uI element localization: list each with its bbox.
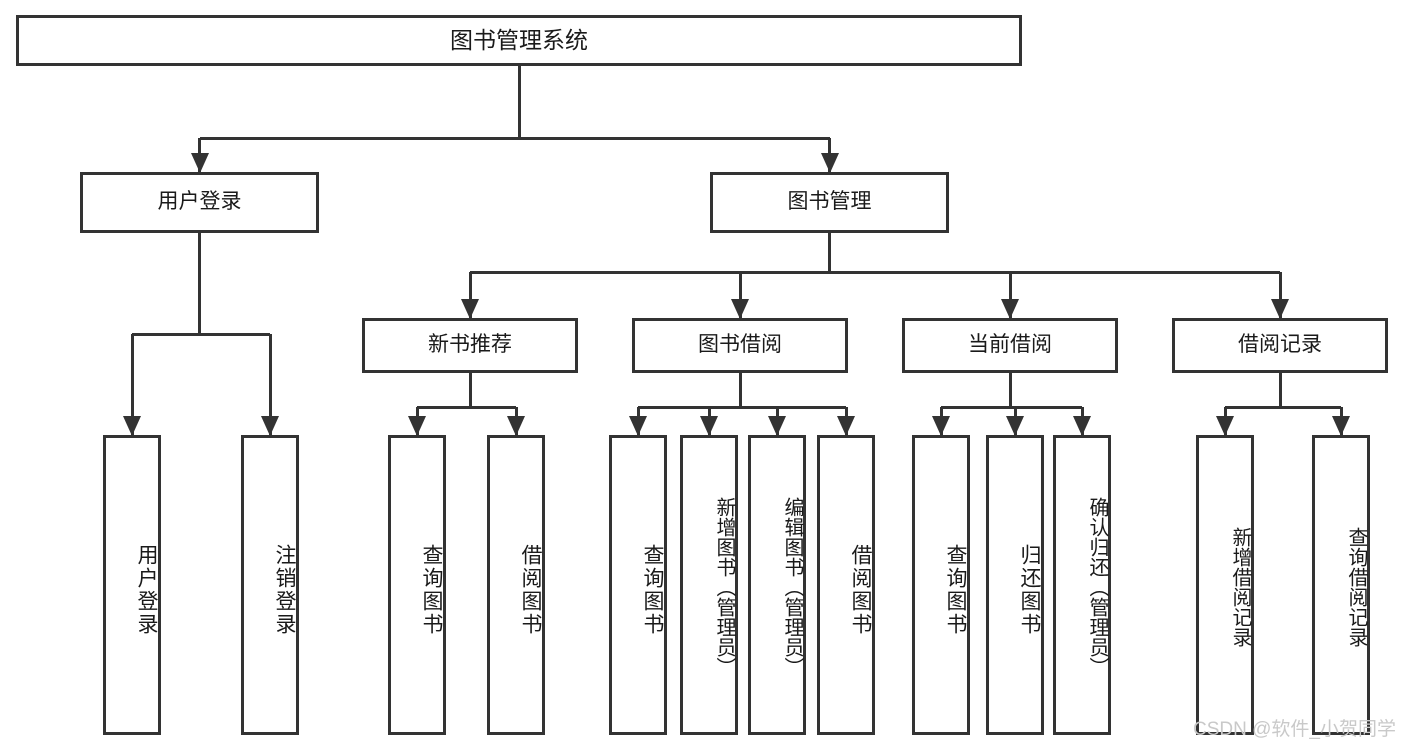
node-leaf[interactable]: 查询借阅记录 [1312, 435, 1370, 735]
connector-leaf-stem [198, 233, 201, 334]
arrowhead-borrow-record [1271, 299, 1289, 319]
connector-leaf-bus [941, 405, 1082, 409]
connector-root-stem [517, 66, 521, 138]
arrowhead-leaf [837, 416, 855, 436]
arrowhead-leaf [1216, 416, 1234, 436]
node-book-borrow[interactable]: 图书借阅 [632, 318, 848, 373]
arrowhead-leaf [123, 416, 141, 436]
node-leaf[interactable]: 借阅图书 [487, 435, 545, 735]
connector-level3-drop-new-book [468, 272, 472, 318]
arrowhead-leaf [700, 416, 718, 436]
node-leaf[interactable]: 借阅图书 [817, 435, 875, 735]
connector-leaf-stem [468, 373, 472, 407]
node-leaf[interactable]: 编辑图书（管理员） [748, 435, 806, 735]
connector-leaf-stem [738, 373, 742, 407]
node-leaf[interactable]: 新增借阅记录 [1196, 435, 1254, 735]
connector-level3-drop-record [1278, 272, 1282, 318]
connector-leaf-drop [268, 334, 272, 435]
arrowhead-leaf [408, 416, 426, 436]
node-leaf[interactable]: 查询图书 [388, 435, 446, 735]
node-book-management[interactable]: 图书管理 [710, 172, 949, 233]
arrowhead-current-borrow [1001, 299, 1019, 319]
csdn-watermark: CSDN @软件_小贺同学 [1193, 719, 1396, 740]
arrowhead-leaf [1006, 416, 1024, 436]
connector-level3-bus [470, 270, 1280, 274]
node-leaf[interactable]: 查询图书 [609, 435, 667, 735]
node-new-book-recommend[interactable]: 新书推荐 [362, 318, 578, 373]
connector-leaf-stem [1278, 373, 1282, 407]
node-current-borrow[interactable]: 当前借阅 [902, 318, 1118, 373]
arrowhead-book-management [820, 153, 839, 173]
connector-level3-drop-current [1008, 272, 1012, 318]
node-leaf[interactable]: 新增图书（管理员） [680, 435, 738, 735]
node-leaf[interactable]: 注销登录 [241, 435, 299, 735]
connector-level3-drop-borrow [738, 272, 742, 318]
connector-level2-bus [199, 136, 830, 140]
node-borrow-record[interactable]: 借阅记录 [1172, 318, 1388, 373]
connector-book-management-stem [828, 233, 831, 272]
connector-leaf-bus [132, 332, 270, 336]
node-leaf[interactable]: 用户登录 [103, 435, 161, 735]
arrowhead-leaf [1332, 416, 1350, 436]
connector-leaf-stem [1008, 373, 1012, 407]
connector-leaf-bus [417, 405, 516, 409]
arrowhead-leaf [932, 416, 950, 436]
arrowhead-leaf [507, 416, 525, 436]
arrowhead-leaf [629, 416, 647, 436]
node-leaf[interactable]: 归还图书 [986, 435, 1044, 735]
arrowhead-leaf [261, 416, 279, 436]
arrowhead-new-book-recommend [461, 299, 479, 319]
arrowhead-user-login [190, 153, 209, 173]
arrowhead-leaf [1073, 416, 1091, 436]
arrowhead-leaf [768, 416, 786, 436]
node-leaf[interactable]: 确认归还（管理员） [1053, 435, 1111, 735]
connector-leaf-drop [130, 334, 134, 435]
node-book-management-system[interactable]: 图书管理系统 [16, 15, 1022, 66]
node-user-login[interactable]: 用户登录 [80, 172, 319, 233]
connector-leaf-bus [638, 405, 846, 409]
node-leaf[interactable]: 查询图书 [912, 435, 970, 735]
arrowhead-book-borrow [731, 299, 749, 319]
connector-leaf-bus [1225, 405, 1341, 409]
